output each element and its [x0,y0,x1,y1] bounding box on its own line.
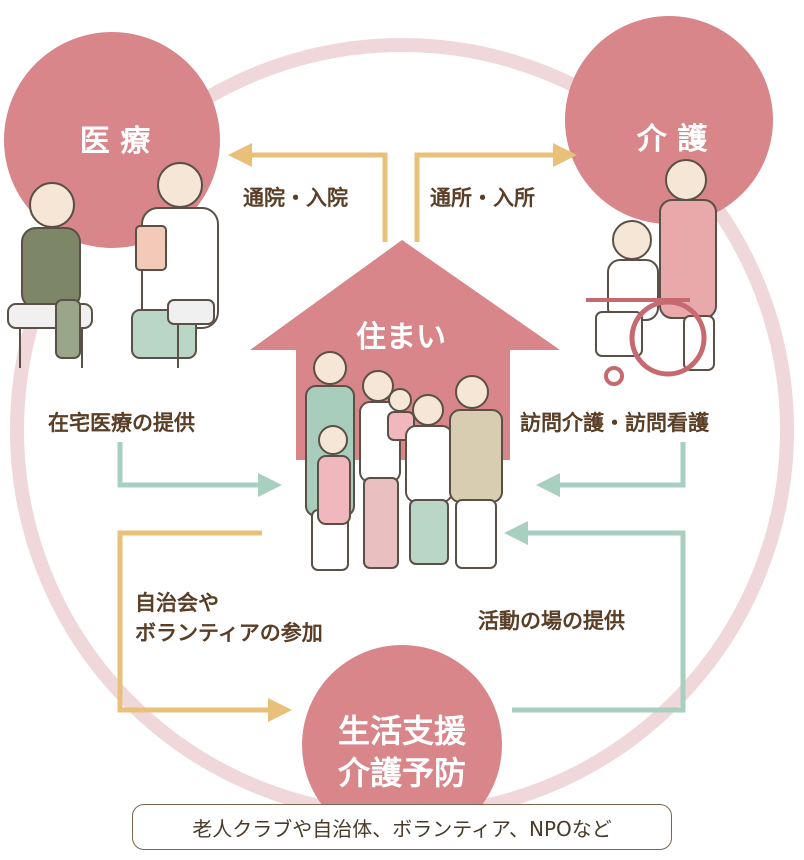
arrow-activity-place-head [504,521,528,545]
label-facility-visit: 通所・入所 [430,186,535,210]
doctor-patient-illustration [7,162,219,368]
arrow-to-medical [250,152,388,242]
arrow-to-care [414,152,555,242]
node-medical: 医 療 [79,124,151,159]
arrow-visiting-care-head [536,473,560,497]
label-community-line2: ボランティアの参加 [135,621,323,645]
label-home-medical: 在宅医療の提供 [48,411,195,435]
arrow-to-medical-head [228,143,252,167]
arrow-community-head [268,698,292,722]
node-life-support-line2: 介護予防 [337,754,466,792]
arrow-activity-place [512,530,686,713]
node-home: 住まい [356,320,446,355]
wheelchair-illustration [586,159,717,386]
footnote-text: 老人クラブや自治体、ボランティア、NPOなど [192,816,612,841]
label-visiting-care: 訪問介護・訪問看護 [520,411,709,435]
arrow-community [117,530,270,713]
arrow-home-medical-head [258,473,282,497]
life-support-circle [302,645,502,845]
node-life-support-line1: 生活支援 [337,712,466,750]
family-illustration [305,351,503,571]
label-community-line1: 自治会や [135,591,219,615]
arrow-to-care-head [553,143,577,167]
label-activity-place: 活動の場の提供 [478,609,625,633]
footnote-box: 老人クラブや自治体、ボランティア、NPOなど [132,804,672,850]
label-hospital-visit: 通院・入院 [243,186,348,210]
node-care: 介 護 [636,122,708,157]
arrow-home-medical [117,442,260,488]
care-circle [565,16,773,224]
arrow-visiting-care [558,442,686,488]
